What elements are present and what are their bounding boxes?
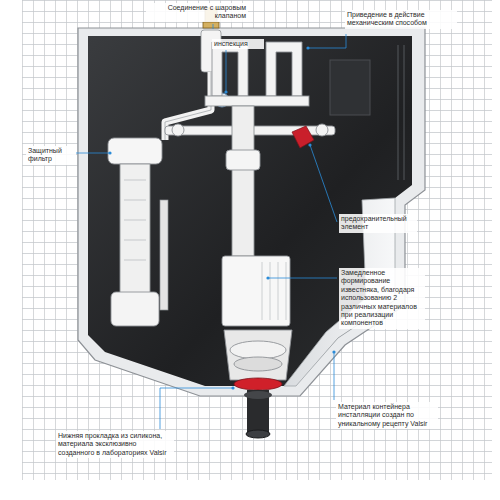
callout-label: Приведение в действие механическим спосо…: [345, 10, 457, 29]
callout-label: инспекция: [212, 39, 264, 49]
tank-shell: [78, 28, 425, 396]
callout-label: Нижняя прокладка из силикона, материала …: [56, 431, 174, 458]
callout-label: Материал контейнера инсталляции создан п…: [336, 402, 438, 429]
mesh: [22, 0, 492, 480]
tank-interior: [88, 36, 412, 386]
tank-ribs: [330, 45, 404, 180]
callout-label: Защитный фильтр: [26, 146, 76, 165]
flush-valve: [222, 106, 292, 380]
fill-valve: [108, 138, 168, 326]
callout-label: Соединение с шаровым клапаном: [146, 3, 248, 22]
callout-label: Замедленное формирование известняка, бла…: [339, 268, 425, 329]
outlet-pipe: [244, 390, 272, 438]
leader-lines: [76, 24, 346, 429]
silicone-gasket: [234, 378, 282, 390]
callout-label: предохранительный элемент: [339, 214, 417, 233]
safety-element: [292, 126, 314, 148]
leader-dots: [108, 46, 335, 389]
